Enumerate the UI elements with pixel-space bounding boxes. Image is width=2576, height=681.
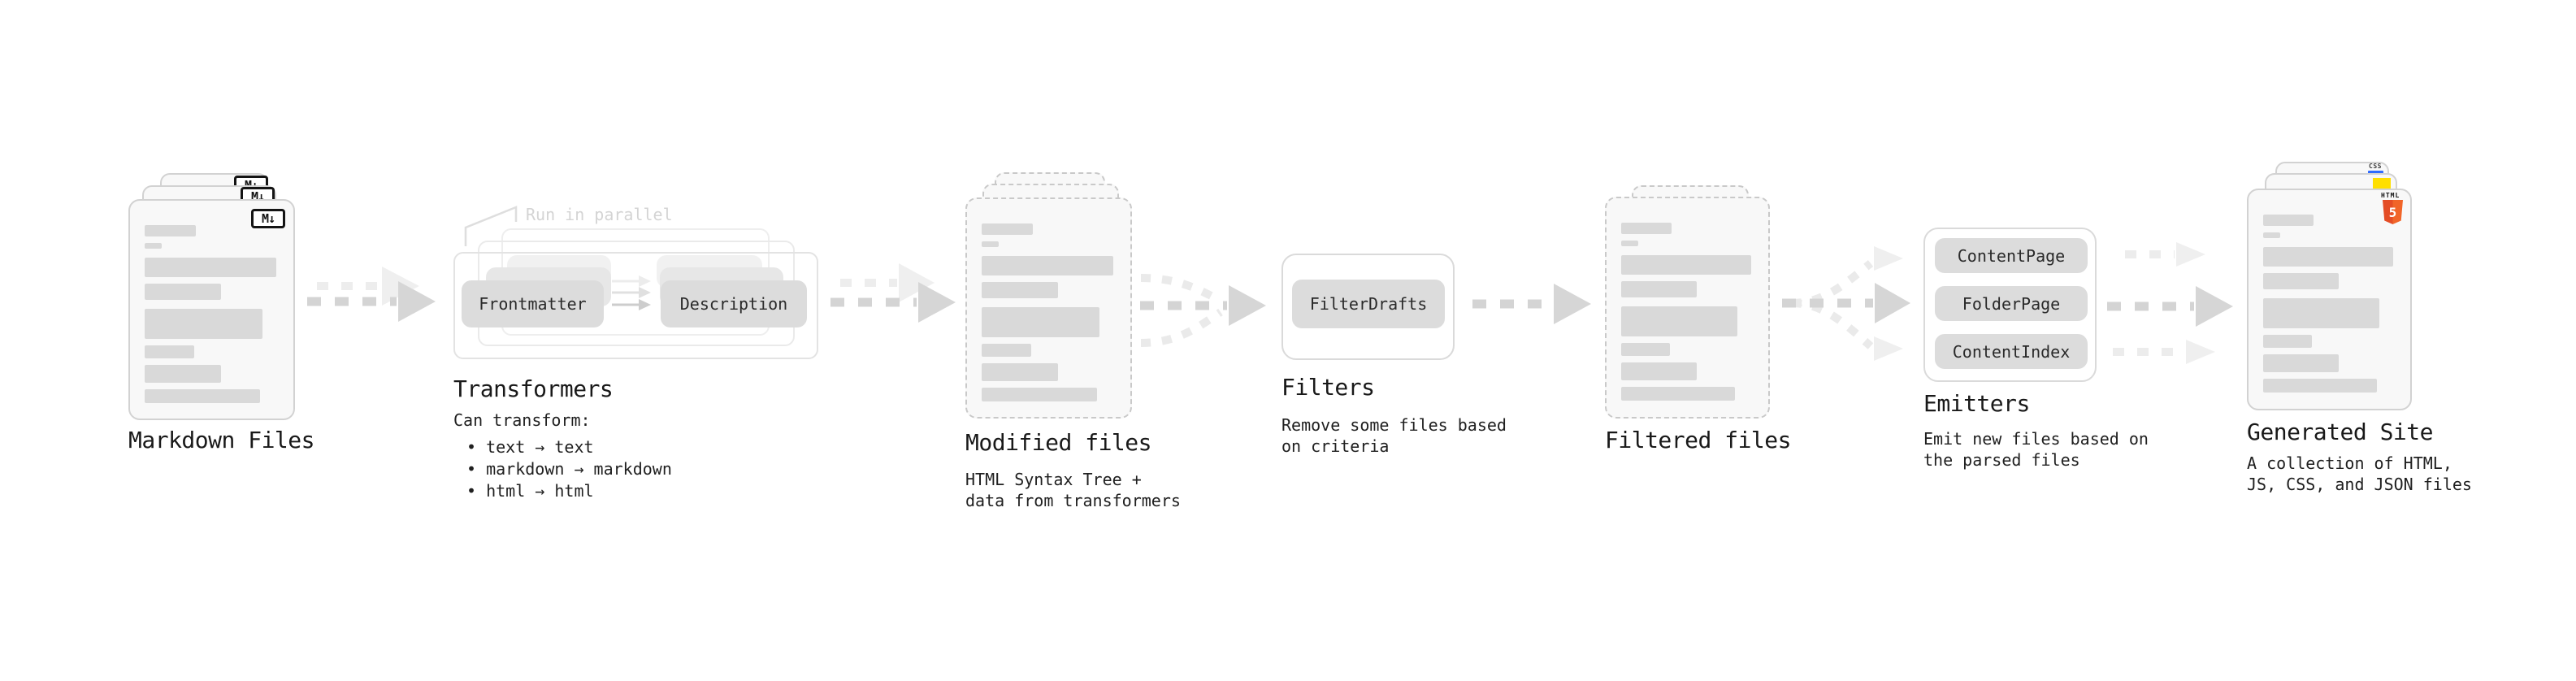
skeleton-bar xyxy=(145,258,276,277)
markdown-file-card xyxy=(128,199,295,420)
generated-site-label: Generated Site xyxy=(2247,419,2434,445)
generated-site-description: A collection of HTML, JS, CSS, and JSON … xyxy=(2247,453,2472,494)
skeleton-bar xyxy=(1621,281,1697,297)
skeleton-bar xyxy=(2263,232,2281,238)
arrow-emitters-to-generated xyxy=(2107,242,2233,364)
markdown-icon: M↓ xyxy=(251,209,285,228)
skeleton-bar xyxy=(2263,273,2339,289)
skeleton-bar xyxy=(982,363,1059,381)
skeleton-bar xyxy=(1621,255,1751,275)
skeleton-bar xyxy=(1621,362,1697,380)
skeleton-bar xyxy=(145,365,222,383)
skeleton-bar xyxy=(1621,343,1671,356)
skeleton-bar xyxy=(2263,298,2380,328)
generated-html-card xyxy=(2247,189,2412,410)
filtered-files-label: Filtered files xyxy=(1605,427,1792,453)
skeleton-bar xyxy=(145,389,260,403)
emitters-label: Emitters xyxy=(1923,390,2030,417)
skeleton-bar xyxy=(982,241,1000,247)
transform-bullet: • html → html xyxy=(466,481,594,501)
skeleton-bar xyxy=(145,225,196,236)
modified-files-description: HTML Syntax Tree + data from transformer… xyxy=(965,470,1181,510)
transformer-container-front xyxy=(453,252,818,359)
transform-bullet: • markdown → markdown xyxy=(466,459,672,479)
skeleton-bar xyxy=(145,243,163,249)
js-file-icon xyxy=(2373,178,2391,189)
skeleton-bar xyxy=(982,307,1100,337)
css-file-icon: CSS xyxy=(2369,163,2382,170)
skeleton-bar xyxy=(2263,354,2339,372)
html5-wordmark: HTML xyxy=(2381,192,2400,199)
transform-bullet: • text → text xyxy=(466,437,594,457)
doc-skeleton xyxy=(2263,215,2396,393)
skeleton-bar xyxy=(2263,247,2393,267)
filterdrafts-pill: FilterDrafts xyxy=(1292,280,1445,328)
filtered-file-card xyxy=(1605,197,1770,419)
modified-file-card xyxy=(965,197,1132,419)
contentpage-pill: ContentPage xyxy=(1935,238,2088,273)
skeleton-bar xyxy=(1621,241,1639,246)
filters-label: Filters xyxy=(1281,374,1375,401)
folderpage-pill: FolderPage xyxy=(1935,286,2088,321)
doc-skeleton xyxy=(982,223,1116,401)
emitters-description: Emit new files based on the parsed files xyxy=(1923,429,2149,470)
skeleton-bar xyxy=(2263,215,2314,226)
skeleton-bar xyxy=(145,345,195,358)
run-in-parallel-label: Run in parallel xyxy=(526,205,673,224)
skeleton-bar xyxy=(982,282,1059,298)
contentindex-pill: ContentIndex xyxy=(1935,334,2088,369)
skeleton-bar xyxy=(982,344,1032,357)
skeleton-bar xyxy=(2263,335,2313,348)
skeleton-bar xyxy=(2263,379,2378,393)
description-pill: Description xyxy=(661,280,807,327)
skeleton-bar xyxy=(145,309,263,339)
skeleton-bar xyxy=(982,223,1033,235)
filters-description: Remove some files based on criteria xyxy=(1281,415,1507,456)
doc-skeleton xyxy=(145,225,279,403)
arrow-filtered-to-emitters xyxy=(1782,246,1910,361)
arrow-modified-to-filters xyxy=(1140,274,1266,347)
skeleton-bar xyxy=(145,284,222,300)
doc-skeleton xyxy=(1621,223,1754,401)
skeleton-bar xyxy=(982,388,1097,401)
arrow-transformers-to-modified xyxy=(830,263,956,323)
skeleton-bar xyxy=(1621,306,1738,336)
markdown-files-label: Markdown Files xyxy=(128,427,315,453)
skeleton-bar xyxy=(982,256,1113,275)
skeleton-bar xyxy=(1621,223,1672,234)
css-underline-icon xyxy=(2368,171,2383,174)
transformers-bullet-list: • text → text • markdown → markdown • ht… xyxy=(466,436,672,502)
transformers-description-title: Can transform: xyxy=(453,410,591,430)
html5-shield-icon: 5 xyxy=(2383,200,2403,224)
arrow-filters-to-filtered xyxy=(1472,284,1591,324)
arrow-markdown-to-transformers xyxy=(307,267,436,322)
modified-files-label: Modified files xyxy=(965,429,1152,456)
transformers-label: Transformers xyxy=(453,375,614,402)
frontmatter-pill: Frontmatter xyxy=(462,280,604,327)
skeleton-bar xyxy=(1621,387,1736,401)
